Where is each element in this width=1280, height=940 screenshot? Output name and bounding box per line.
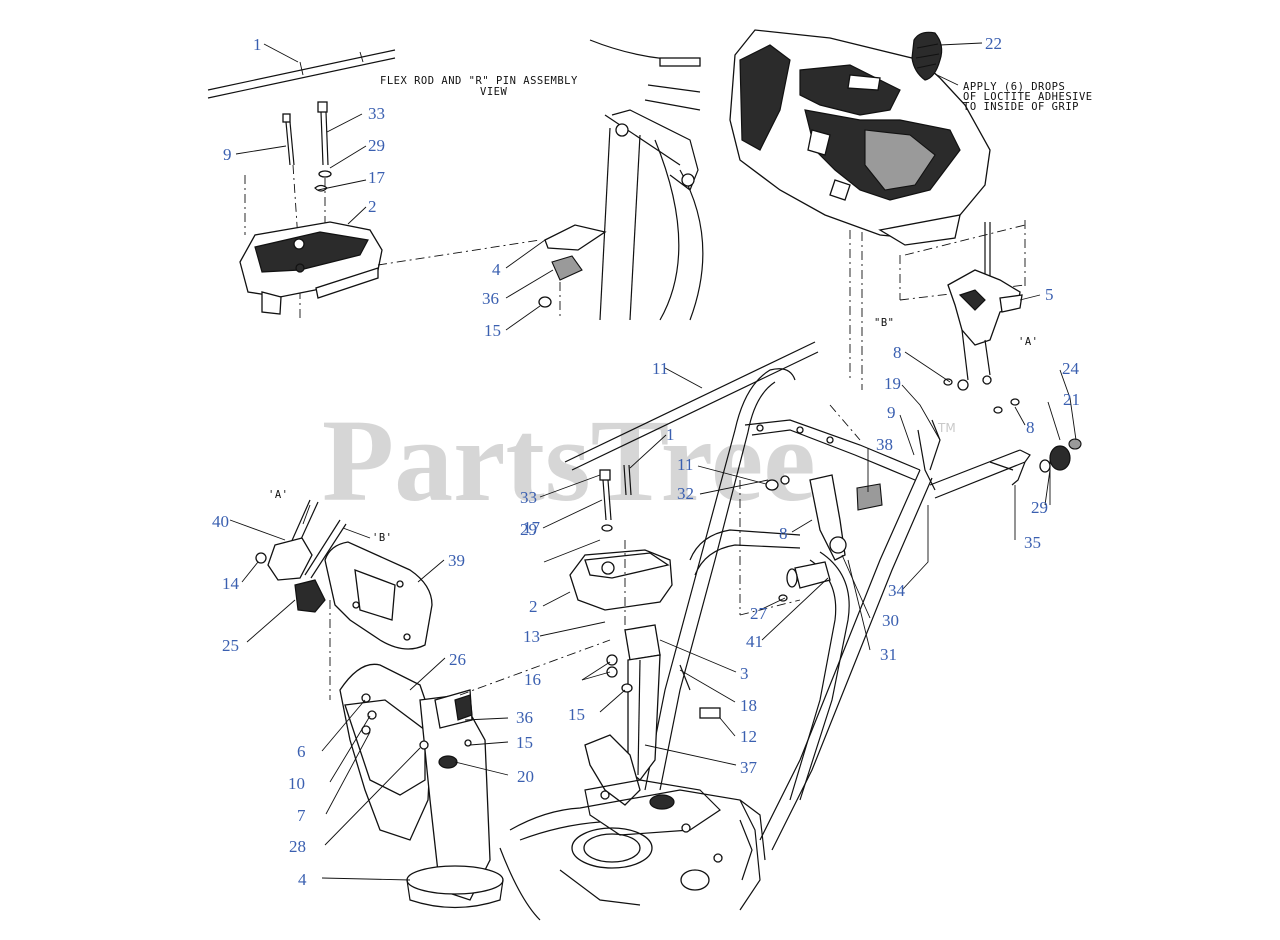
callout-label: 27 [750, 604, 768, 623]
tag-b-right: "B" [874, 317, 894, 329]
callout-label: 1 [253, 35, 262, 54]
loctite-note-line3: TO INSIDE OF GRIP [963, 101, 1079, 113]
callout-label: 11 [652, 359, 668, 378]
callout-label: 8 [893, 343, 902, 362]
callout-label: 24 [1062, 359, 1080, 378]
callout-label: 20 [517, 767, 534, 786]
callout-label: 41 [746, 632, 763, 651]
callout-label: 33 [368, 104, 385, 123]
callout-label: 25 [222, 636, 239, 655]
callout-label: 11 [677, 455, 693, 474]
callout-label: 37 [740, 758, 758, 777]
shift-bracket [943, 222, 1023, 414]
callout-label: 30 [882, 611, 899, 630]
callout-label: 4 [298, 870, 307, 889]
callout-label: 17 [368, 168, 386, 187]
callout-label: 19 [884, 374, 901, 393]
callout-label: 4 [492, 260, 501, 279]
callout-label: 14 [222, 574, 240, 593]
callout-label: 1 [666, 425, 675, 444]
tag-b-left: 'B' [372, 532, 392, 544]
callout-label: 13 [523, 627, 540, 646]
callout-label: 15 [484, 321, 501, 340]
callout-label: 17 [523, 518, 541, 537]
auger-housing [499, 779, 766, 921]
callout-label: 29 [1031, 498, 1048, 517]
callout-label: 28 [289, 837, 306, 856]
callout-label: 10 [288, 774, 305, 793]
callout-label: 12 [740, 727, 757, 746]
callout-label: 15 [568, 705, 585, 724]
callout-label: 38 [876, 435, 893, 454]
callout-label: 31 [880, 645, 897, 664]
tag-a-right: 'A' [1018, 336, 1038, 348]
callout-label: 36 [482, 289, 499, 308]
callout-label: 16 [524, 670, 541, 689]
callout-label: 29 [520, 520, 537, 539]
callout-label: 18 [740, 696, 757, 715]
callout-label: 15 [516, 733, 533, 752]
callout-label: 26 [449, 650, 466, 669]
chute-assembly [255, 499, 611, 909]
callout-label: 5 [1045, 285, 1054, 304]
upper-handle [564, 341, 1082, 851]
callout-label: 33 [520, 488, 537, 507]
control-console [729, 29, 1026, 390]
flex-rod-inset [207, 39, 704, 321]
loctite-note-line1: APPLY (6) DROPS [963, 81, 1065, 93]
callout-label: 21 [1063, 390, 1080, 409]
flex-rod-view-subtitle: VIEW [480, 86, 507, 98]
callout-label: 9 [887, 403, 896, 422]
watermark-tm: TM [937, 421, 956, 435]
callout-label: 7 [297, 806, 306, 825]
loctite-note-line2: OF LOCTITE ADHESIVE [963, 91, 1093, 103]
callout-label: 35 [1024, 533, 1041, 552]
callout-label: 39 [448, 551, 465, 570]
text-annotations: FLEX ROD AND "R" PIN ASSEMBLY VIEW APPLY… [268, 75, 1093, 544]
callout-label: 2 [368, 197, 377, 216]
tag-a-left: 'A' [268, 489, 288, 501]
callout-label: 29 [368, 136, 385, 155]
callout-label: 34 [888, 581, 906, 600]
chute-crank [569, 464, 721, 806]
callout-label: 6 [297, 742, 306, 761]
callout-label: 40 [212, 512, 229, 531]
leader-lines [229, 42, 1077, 881]
callout-label: 36 [516, 708, 533, 727]
callout-label: 22 [985, 34, 1002, 53]
callout-label: 3 [740, 664, 749, 683]
flex-rod-view-title: FLEX ROD AND "R" PIN ASSEMBLY [380, 75, 578, 87]
callout-label: 8 [1026, 418, 1035, 437]
callout-label: 8 [779, 524, 788, 543]
callout-label: 2 [529, 597, 538, 616]
callout-label: 32 [677, 484, 694, 503]
callout-label: 9 [223, 145, 232, 164]
